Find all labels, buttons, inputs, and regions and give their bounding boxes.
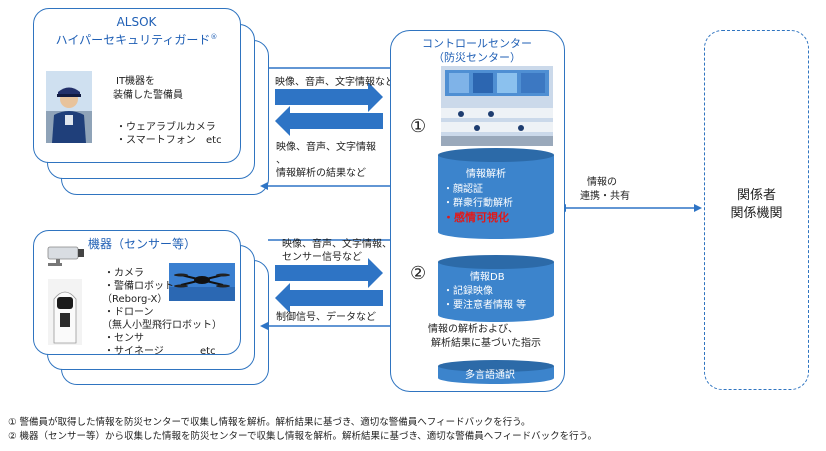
db-item-video: ・記録映像 [443,286,493,297]
db-cylinder [438,262,554,322]
analysis-item-emotion: ・感情可視化 [443,211,509,224]
arrow-device-to-center [275,258,383,288]
security-camera-icon [42,239,90,267]
registered-mark: ® [210,33,218,41]
footnote-1: ① 警備員が取得した情報を防災センターで収集し情報を解析。解析結果に基づき、適切… [8,417,531,428]
instruction-line2: 解析結果に基づいた指示 [431,338,541,349]
stakeholders-line2: 関係機関 [730,206,783,221]
guard-desc-line1: IT機器を [116,76,156,87]
share-line1: 情報の [587,177,617,188]
guard-card-title-text: ハイパーセキュリティガード [55,33,211,47]
db-item-watchlist: ・要注意者情報 等 [443,300,527,311]
flow-top-out-text: 映像、音声、文字情報など [275,77,395,88]
stakeholders-line1: 関係者 [736,188,776,203]
control-room-photo [441,66,553,146]
analysis-item-crowd: ・群衆行動解析 [443,198,513,209]
device-card: 機器（センサー等） ・カメラ ・警備ロボット （Reb [33,230,241,357]
device-item-reborg: （Reborg-X） [102,294,168,305]
device-item-robot: ・警備ロボット [104,281,174,292]
arrow-center-to-guard [275,106,383,136]
arrow-guard-to-center [275,82,383,112]
security-guard-photo [46,71,92,143]
device-item-etc: etc [200,346,216,357]
device-item-drone-desc: （無人小型飛行ロボット） [102,320,222,331]
instruction-line1: 情報の解析および、 [428,324,518,335]
device-item-signage: ・サイネージ [104,346,164,357]
flow-bottom-in-text: 制御信号、データなど [276,312,376,323]
analysis-item-face: ・顔認証 [443,184,483,195]
guard-card-title-line1: ALSOK [116,15,157,29]
guard-item-wearable-camera: ・ウェアラブルカメラ [116,122,216,133]
device-item-drone: ・ドローン [104,307,154,318]
arrow-center-to-device [275,283,383,313]
control-center-title-line1: コントロールセンター [422,37,532,50]
drone-photo [169,263,235,301]
security-robot-photo [48,279,82,345]
flow-top-in-line2: 、 [276,155,286,166]
analysis-title: 情報解析 [466,169,506,180]
flow-bottom-out-line1: 映像、音声、文字情報、 [282,239,392,250]
device-item-sensor: ・センサ [104,333,144,344]
guard-card: ALSOK ハイパーセキュリティガード® IT機器を 装備した警備員 ・ウェアラ… [33,8,241,163]
guard-item-smartphone: ・スマートフォン [116,135,196,146]
share-line2: 連携・共有 [580,191,630,202]
device-card-title: 機器（センサー等） [88,237,197,251]
footnote-2: ② 機器（センサー等）から収集した情報を防災センターで収集し情報を解析。解析結果… [8,431,598,442]
control-center-title-line2: （防災センター） [433,51,521,64]
marker-2: ② [410,263,427,284]
analysis-cylinder-top [438,148,554,162]
flow-bottom-out-line2: センサー信号など [282,252,362,263]
db-cylinder-top [438,255,554,269]
flow-top-in-line3: 情報解析の結果など [276,168,366,179]
stakeholders-box [704,30,809,390]
db-title: 情報DB [470,272,505,283]
guard-desc-line2: 装備した警備員 [113,90,183,101]
multilang-label: 多言語通訳 [465,370,515,381]
guard-card-title-line2: ハイパーセキュリティガード® [34,30,239,47]
marker-1: ① [410,116,427,137]
multilang-cylinder-top [438,360,554,372]
analysis-cylinder [438,155,554,239]
guard-item-etc: etc [206,135,222,146]
flow-top-in-line1: 映像、音声、文字情報 [276,142,376,153]
device-item-camera: ・カメラ [104,268,144,279]
